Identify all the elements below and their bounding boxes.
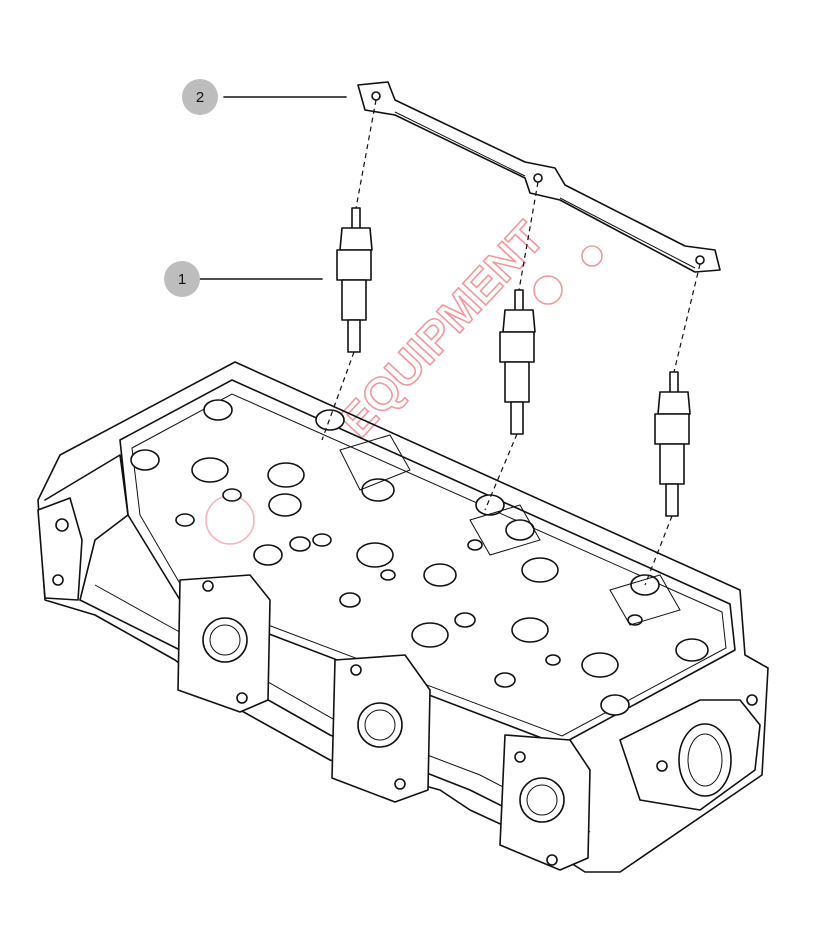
callout-2-label: 2 xyxy=(196,89,204,106)
glow-plugs xyxy=(336,207,691,517)
deck-holes xyxy=(130,399,709,716)
watermark: EQUIPMENT xyxy=(205,211,603,545)
callout-1: 1 xyxy=(164,261,200,297)
glow-plug-3 xyxy=(654,371,691,517)
glow-plug-2 xyxy=(499,289,536,435)
assembly-guide-lines xyxy=(321,99,701,586)
glow-plug-bus-bar xyxy=(357,81,721,273)
callout-1-label: 1 xyxy=(178,271,186,288)
callout-2: 2 xyxy=(182,79,218,115)
glow-plug-1 xyxy=(336,207,373,353)
cylinder-head xyxy=(37,361,769,873)
